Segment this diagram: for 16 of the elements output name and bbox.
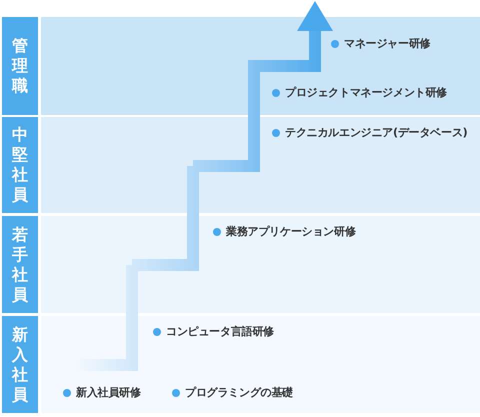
training-item: マネージャー研修 — [331, 36, 430, 52]
level-band — [2, 316, 480, 413]
level-band — [2, 117, 480, 213]
training-item: コンピュータ言語研修 — [153, 324, 274, 340]
level-label: 新入社員 — [12, 324, 28, 404]
level-label: 若手社員 — [12, 224, 28, 304]
training-item: 業務アプリケーション研修 — [213, 224, 356, 240]
level-band — [2, 216, 480, 313]
level-label: 管理職 — [12, 36, 28, 96]
training-item: 新入社員研修 — [63, 385, 141, 401]
training-item: テクニカルエンジニア(データベース) — [272, 125, 468, 141]
level-label: 中堅社員 — [12, 125, 28, 205]
staircase-arrow — [193, 1, 333, 172]
training-item: プロジェクトマネージメント研修 — [272, 85, 448, 101]
training-item: プログラミングの基礎 — [172, 385, 294, 401]
level-band — [2, 17, 480, 115]
